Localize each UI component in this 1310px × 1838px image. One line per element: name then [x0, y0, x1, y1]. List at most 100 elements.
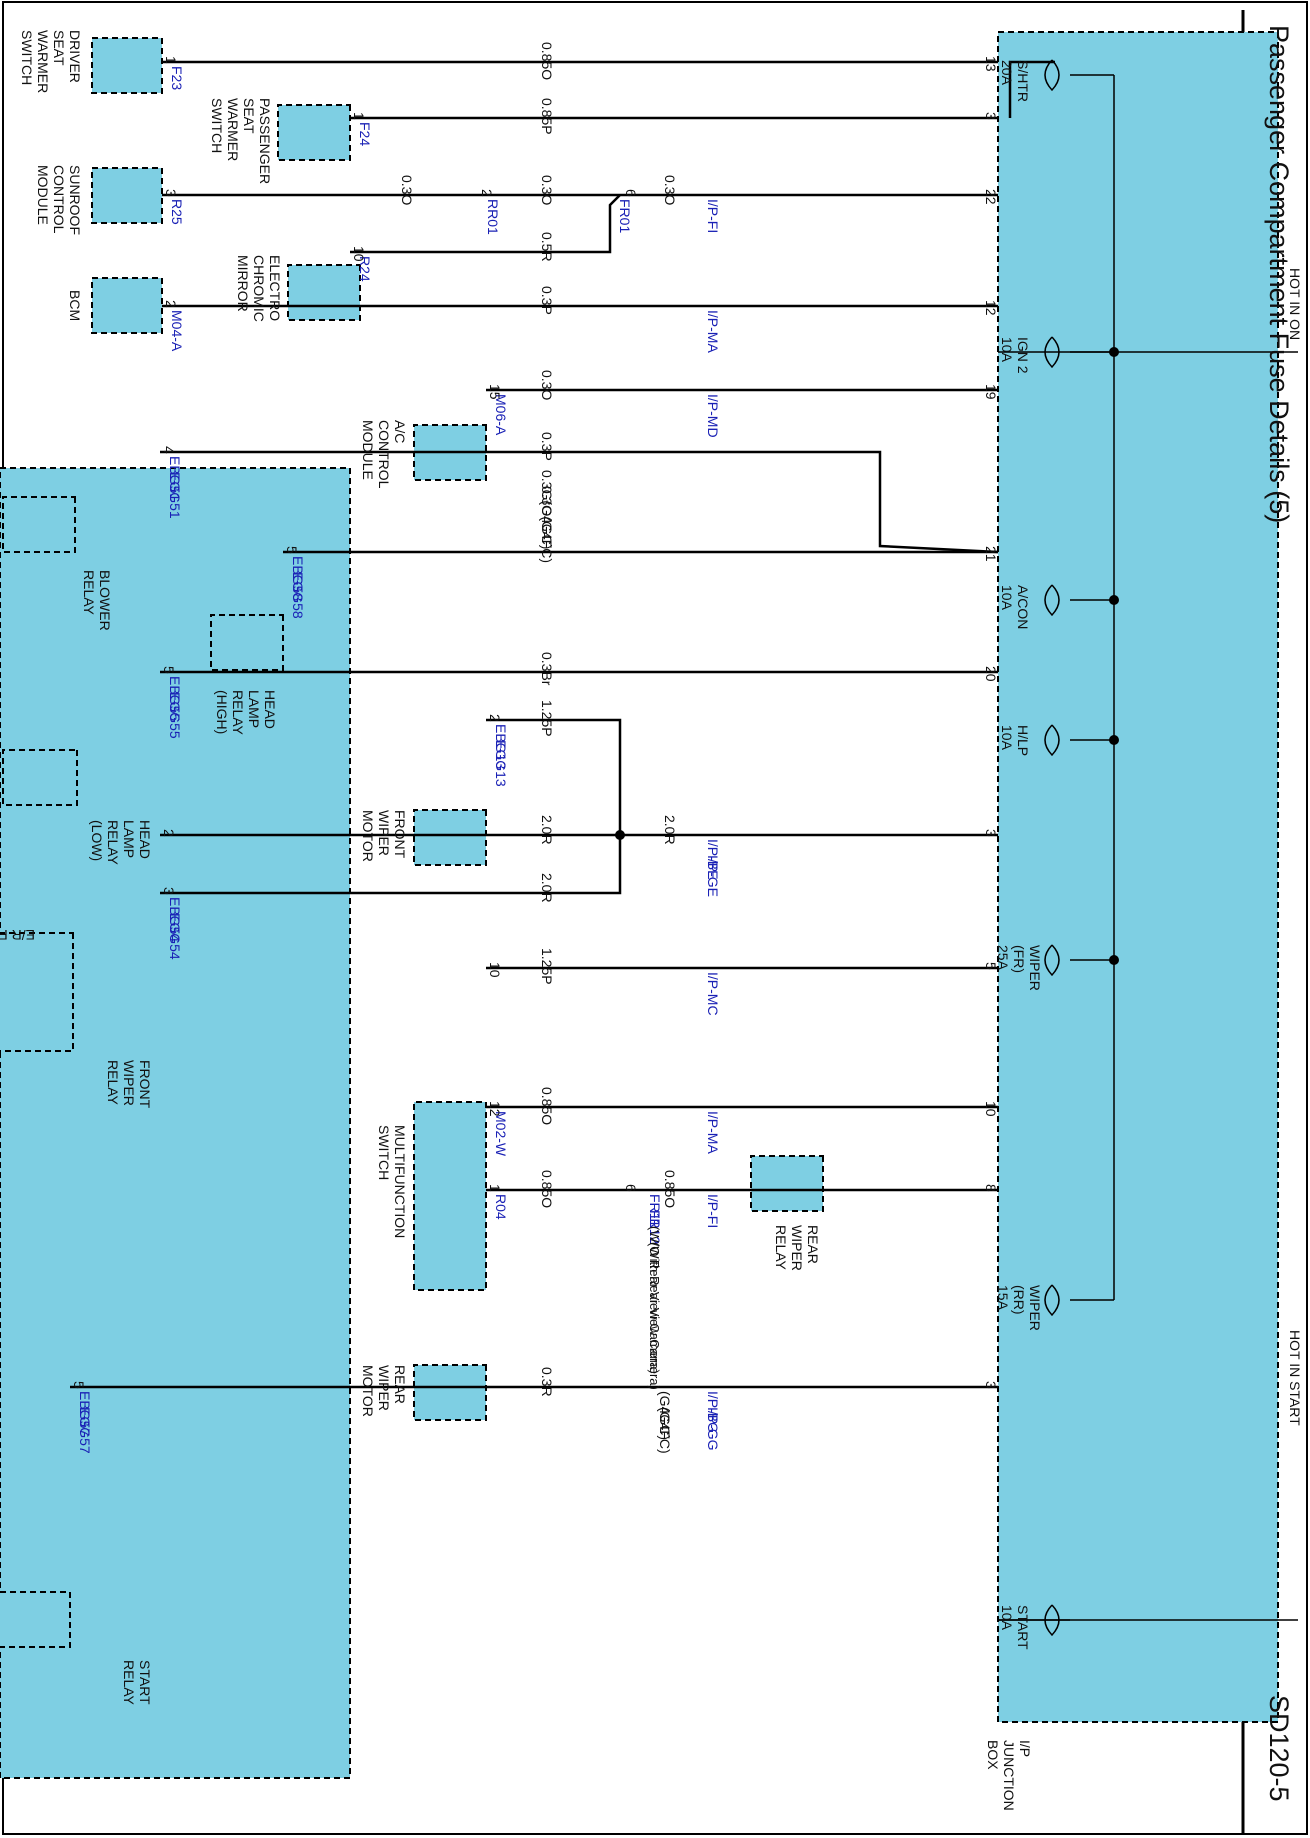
svg-text:EBG55: EBG55	[167, 676, 183, 721]
connector-labels: F23 F24 R25 R24 M04-A M06-A RR01 FR01 I/…	[77, 66, 721, 1454]
svg-text:CHROMIC: CHROMIC	[251, 255, 267, 322]
svg-text:M06-A: M06-A	[493, 394, 509, 436]
camera-notes: (W/O Rear View Camera) (With Rear View C…	[647, 1226, 662, 1390]
svg-text:3: 3	[161, 887, 177, 895]
svg-text:R04: R04	[493, 1194, 509, 1220]
svg-text:0.3Br: 0.3Br	[539, 652, 555, 686]
wire-labels: 0.85O 0.85P 0.3O 0.3O 0.3O 0.5R 0.3P 0.3…	[399, 42, 678, 1397]
svg-text:MODULE: MODULE	[360, 420, 376, 480]
svg-text:10: 10	[487, 962, 503, 978]
svg-text:START: START	[137, 1660, 153, 1705]
wire-shtr-split	[1008, 60, 1055, 118]
svg-text:0.85O: 0.85O	[539, 42, 555, 80]
bus-node	[1109, 595, 1119, 605]
svg-text:10A: 10A	[999, 585, 1015, 611]
svg-text:5: 5	[983, 962, 999, 970]
svg-text:0.3O: 0.3O	[662, 175, 678, 205]
svg-text:15A: 15A	[995, 1285, 1011, 1311]
svg-text:2.0R: 2.0R	[539, 873, 555, 903]
svg-text:2.0R: 2.0R	[662, 815, 678, 845]
svg-text:DRIVER: DRIVER	[67, 30, 83, 83]
wire-ign2-mirror	[350, 194, 621, 254]
svg-text:RELAY: RELAY	[121, 1660, 137, 1706]
bcm-box	[91, 277, 163, 334]
svg-text:WIPER: WIPER	[789, 1225, 805, 1271]
svg-text:EBG57: EBG57	[77, 1391, 93, 1436]
svg-text:0.3R: 0.3R	[539, 1367, 555, 1397]
svg-text:RELAY: RELAY	[773, 1225, 789, 1271]
svg-text:2: 2	[163, 300, 179, 308]
svg-text:EBG54: EBG54	[167, 897, 183, 942]
svg-text:0.85O: 0.85O	[539, 1087, 555, 1125]
svg-text:EBG13: EBG13	[493, 724, 509, 769]
svg-text:3: 3	[163, 189, 179, 197]
svg-text:I/P: I/P	[1017, 1740, 1033, 1757]
svg-text:CONTROL: CONTROL	[51, 165, 67, 234]
svg-text:CONTROL: CONTROL	[376, 420, 392, 489]
svg-text:SWITCH: SWITCH	[209, 98, 225, 153]
svg-text:HEAD: HEAD	[262, 690, 278, 729]
svg-text:EBG51: EBG51	[167, 456, 183, 501]
svg-text:I/P-MA: I/P-MA	[705, 1111, 721, 1154]
svg-text:3: 3	[983, 829, 999, 837]
svg-text:RELAY: RELAY	[105, 820, 121, 866]
svg-text:0.3O: 0.3O	[539, 370, 555, 400]
bus-node	[1109, 955, 1119, 965]
svg-text:I/P-MC: I/P-MC	[705, 972, 721, 1016]
svg-text:EBG58: EBG58	[290, 556, 306, 601]
svg-text:19: 19	[983, 384, 999, 400]
svg-text:F23: F23	[169, 66, 185, 90]
svg-text:20A: 20A	[999, 60, 1015, 86]
svg-text:EGG58: EGG58	[290, 572, 306, 619]
svg-text:1.25P: 1.25P	[539, 948, 555, 985]
fuse-symbol-wiper-fr	[1044, 944, 1060, 977]
svg-text:2.0R: 2.0R	[539, 815, 555, 845]
svg-text:RELAY: RELAY	[105, 1060, 121, 1106]
svg-text:0.3G(G4GC): 0.3G(G4GC)	[539, 470, 555, 549]
svg-text:4: 4	[161, 446, 177, 454]
svg-text:BOX: BOX	[985, 1740, 1001, 1770]
fuse-symbol-ign2	[1044, 336, 1060, 369]
headlamp-low-relay-box	[2, 749, 78, 806]
svg-text:(W/O Rear View Camera): (W/O Rear View Camera)	[647, 1226, 662, 1374]
svg-text:START: START	[1015, 1605, 1031, 1650]
front-wiper-motor-box	[413, 809, 487, 866]
svg-text:WARMER: WARMER	[225, 98, 241, 161]
svg-text:12: 12	[487, 1101, 503, 1117]
svg-text:LAMP: LAMP	[121, 820, 137, 858]
svg-text:0.3O: 0.3O	[399, 175, 415, 205]
svg-text:EGG13: EGG13	[493, 740, 509, 787]
svg-text:21: 21	[983, 546, 999, 562]
svg-text:6: 6	[623, 1184, 639, 1192]
svg-text:3: 3	[983, 1381, 999, 1389]
svg-text:FRONT: FRONT	[392, 810, 408, 859]
svg-text:F24: F24	[357, 122, 373, 146]
svg-text:H/LP: H/LP	[1015, 725, 1031, 756]
svg-text:5: 5	[161, 666, 177, 674]
svg-text:A/C: A/C	[392, 420, 408, 443]
svg-text:BLOWER: BLOWER	[97, 570, 113, 631]
svg-text:I/P-MD: I/P-MD	[705, 394, 721, 438]
svg-text:(HIGH): (HIGH)	[214, 690, 230, 734]
svg-text:3: 3	[983, 112, 999, 120]
svg-text:I/P-FI: I/P-FI	[705, 199, 721, 233]
svg-text:6: 6	[623, 189, 639, 197]
svg-text:MOTOR: MOTOR	[360, 810, 376, 862]
svg-text:(G4GC): (G4GC)	[657, 1391, 673, 1440]
svg-text:20: 20	[983, 666, 999, 682]
svg-text:(With Rear View Camera): (With Rear View Camera)	[647, 1242, 662, 1390]
svg-text:I/P-BE: I/P-BE	[705, 839, 721, 879]
svg-text:A/CON: A/CON	[1015, 585, 1031, 629]
svg-text:0.85O: 0.85O	[662, 1170, 678, 1208]
fuse-symbol-hlp	[1044, 724, 1060, 757]
svg-text:10A: 10A	[999, 337, 1015, 363]
svg-text:0.3O(G4FC): 0.3O(G4FC)	[539, 486, 555, 563]
svg-text:(G4FC): (G4FC)	[657, 1407, 673, 1454]
wire-front-wiper-motor	[160, 718, 622, 895]
hot-in-on-label: HOT IN ON	[1287, 268, 1303, 340]
junction-box-name: I/P JUNCTION BOX	[985, 1740, 1033, 1811]
splice-node	[615, 830, 625, 840]
svg-text:REAR: REAR	[805, 1225, 821, 1264]
svg-text:SEAT: SEAT	[241, 98, 257, 134]
